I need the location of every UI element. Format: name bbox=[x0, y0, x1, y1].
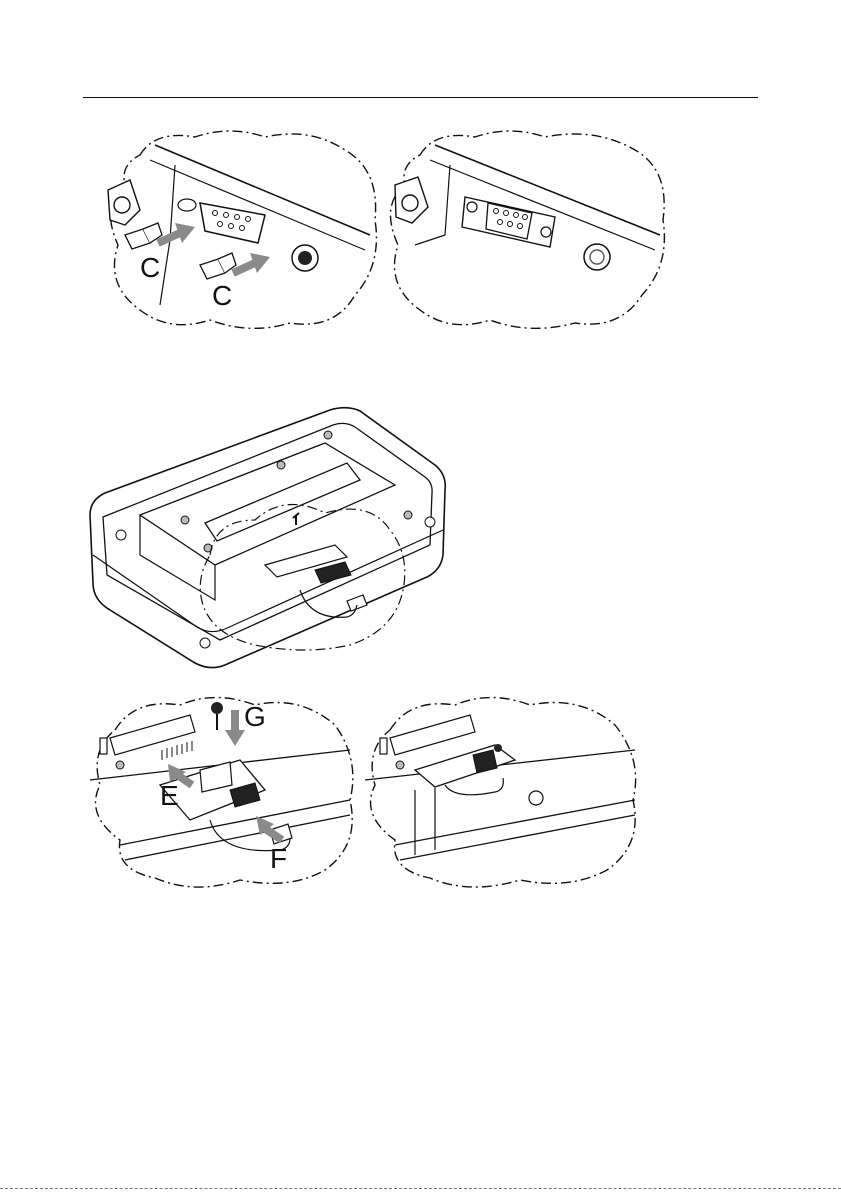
callout-e: E bbox=[160, 780, 179, 811]
header-rule bbox=[83, 97, 758, 98]
figure-connector-installed bbox=[380, 125, 670, 335]
dc-jack bbox=[584, 244, 610, 270]
callout-f: F bbox=[270, 843, 287, 874]
figure-connector-install: C C bbox=[100, 125, 380, 335]
dc-jack bbox=[292, 245, 318, 271]
figure-module-install: G E F bbox=[80, 690, 360, 890]
callout-c-1: C bbox=[140, 252, 160, 283]
figure-module-installed bbox=[355, 690, 645, 890]
figure-enclosure-overview bbox=[85, 405, 450, 670]
callout-c-2: C bbox=[212, 280, 232, 311]
page-bottom-edge bbox=[0, 1188, 841, 1189]
callout-g: G bbox=[244, 701, 266, 732]
